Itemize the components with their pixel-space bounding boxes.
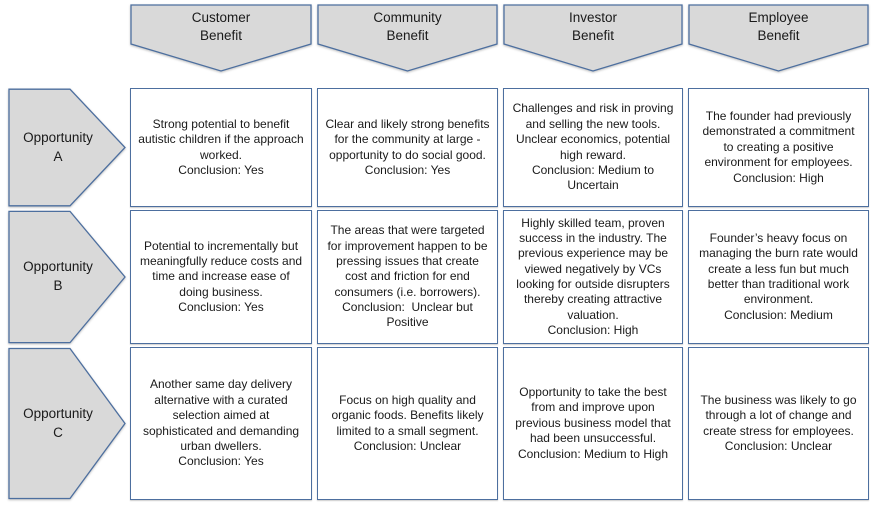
cell-conclusion: Conclusion: Yes [364,162,451,177]
cell-body: Founder’s heavy focus on managing the bu… [699,230,858,307]
cell-opportunity-c-investor: Opportunity to take the best from and im… [503,347,683,500]
cell-opportunity-a-community: Clear and likely strong benefits for the… [317,88,498,207]
cell-conclusion: Conclusion: Unclear [724,438,833,453]
cell-opportunity-b-investor: Highly skilled team, proven success in t… [503,210,683,344]
cell-opportunity-c-customer: Another same day delivery alternative wi… [130,347,312,500]
cell-conclusion: Conclusion: High [547,323,639,338]
arrow-right-shape-icon [8,210,126,344]
cell-body: Challenges and risk in proving and selli… [512,101,674,162]
cell-body: Clear and likely strong benefits for the… [325,116,490,162]
chevron-down-shape-icon [503,4,683,72]
cell-body: Highly skilled team, proven success in t… [516,215,670,322]
cell-opportunity-c-community: Focus on high quality and organic foods.… [317,347,498,500]
cell-opportunity-a-investor: Challenges and risk in proving and selli… [503,88,683,207]
cell-conclusion: Conclusion: Unclear but Positive [342,300,477,330]
arrow-right-shape-icon [8,347,126,500]
arrow-right-shape-icon [8,88,126,207]
cell-body: Strong potential to benefit autistic chi… [138,116,304,162]
cell-body: Another same day delivery alternative wi… [142,377,300,453]
cell-opportunity-b-employee: Founder’s heavy focus on managing the bu… [688,210,869,344]
cell-conclusion: Conclusion: Unclear [353,438,462,453]
cell-opportunity-a-employee: The founder had previously demonstrated … [688,88,869,207]
cell-conclusion: Conclusion: Medium to High [517,446,669,461]
cell-conclusion: Conclusion: Yes [178,300,264,315]
cell-conclusion: Conclusion: Medium to Uncertain [531,162,658,193]
cell-body: The founder had previously demonstrated … [702,109,855,170]
cell-body: Opportunity to take the best from and im… [515,385,671,446]
chevron-down-shape-icon [688,4,869,72]
cell-conclusion: Conclusion: Yes [178,162,264,177]
cell-body: The areas that were targeted for improve… [327,223,488,299]
cell-opportunity-a-customer: Strong potential to benefit autistic chi… [130,88,312,207]
cell-body: Focus on high quality and organic foods.… [331,392,484,438]
cell-opportunity-c-employee: The business was likely to go through a … [688,347,869,500]
cell-conclusion: Conclusion: Yes [178,454,264,469]
cell-body: Potential to incrementally but meaningfu… [139,238,303,299]
cell-body: The business was likely to go through a … [700,392,857,438]
chevron-down-shape-icon [130,4,312,72]
cell-opportunity-b-community: The areas that were targeted for improve… [317,210,498,344]
cell-conclusion: Conclusion: High [733,170,824,185]
cell-conclusion: Conclusion: Medium [724,307,833,322]
chevron-down-shape-icon [317,4,498,72]
cell-opportunity-b-customer: Potential to incrementally but meaningfu… [130,210,312,344]
